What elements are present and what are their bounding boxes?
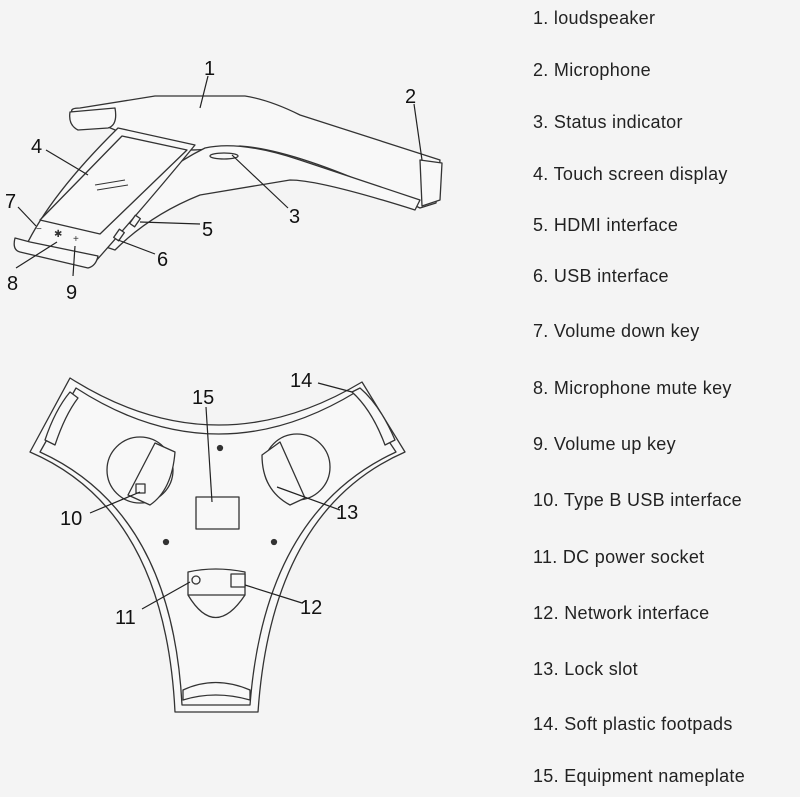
callout-14: 14: [290, 370, 312, 392]
legend-item: 1. loudspeaker: [533, 8, 656, 28]
callout-7: 7: [5, 191, 16, 213]
svg-text:−: −: [36, 224, 42, 235]
touch-screen: [39, 135, 188, 235]
mic-end: [419, 159, 443, 207]
type-b-usb-port: [135, 483, 146, 494]
hdmi-port: [129, 214, 141, 228]
network-port: [230, 573, 246, 588]
legend-item: 5. HDMI interface: [533, 215, 679, 235]
callout-2: 2: [405, 86, 416, 108]
right-block: [261, 441, 306, 506]
leader-lines: [15, 75, 423, 610]
legend-item: 13. Lock slot: [533, 659, 638, 679]
equipment-nameplate: [195, 496, 240, 530]
usb-port: [113, 228, 125, 242]
device-bottom-view: [29, 377, 406, 713]
callout-13: 13: [336, 502, 358, 524]
legend-item: 10. Type B USB interface: [533, 490, 742, 510]
dc-power-socket: [191, 575, 201, 585]
callout-3: 3: [289, 206, 300, 228]
footpad-left: [44, 391, 79, 446]
svg-text:✱: ✱: [54, 229, 62, 240]
left-end-cap: [69, 107, 117, 131]
callout-1: 1: [204, 58, 215, 80]
callout-10: 10: [60, 508, 82, 530]
base-outline: [29, 377, 406, 713]
legend-item: 2. Microphone: [533, 60, 651, 80]
legend-item: 12. Network interface: [533, 603, 710, 623]
svg-text:+: +: [73, 234, 79, 245]
legend-item: 9. Volume up key: [533, 434, 676, 454]
legend-item: 15. Equipment nameplate: [533, 766, 746, 786]
legend-item: 8. Microphone mute key: [533, 378, 732, 398]
legend-item: 4. Touch screen display: [533, 164, 728, 184]
callout-9: 9: [66, 282, 77, 304]
footpad-right: [351, 387, 396, 446]
key-tray: [13, 237, 99, 269]
callout-15: 15: [192, 387, 214, 409]
legend-item: 6. USB interface: [533, 266, 669, 286]
legend-item: 14. Soft plastic footpads: [533, 714, 733, 734]
legend-item: 7. Volume down key: [533, 321, 700, 341]
device-top-view: − ✱ +: [13, 95, 443, 269]
callout-12: 12: [300, 597, 322, 619]
callout-11: 11: [115, 607, 136, 629]
legend-item: 11. DC power socket: [533, 547, 705, 567]
footpad-bottom: [182, 681, 251, 701]
status-indicator: [209, 152, 239, 160]
callout-5: 5: [202, 219, 213, 241]
callout-6: 6: [157, 249, 168, 271]
legend-item: 3. Status indicator: [533, 112, 683, 132]
callout-8: 8: [7, 273, 18, 295]
callout-4: 4: [31, 136, 42, 158]
